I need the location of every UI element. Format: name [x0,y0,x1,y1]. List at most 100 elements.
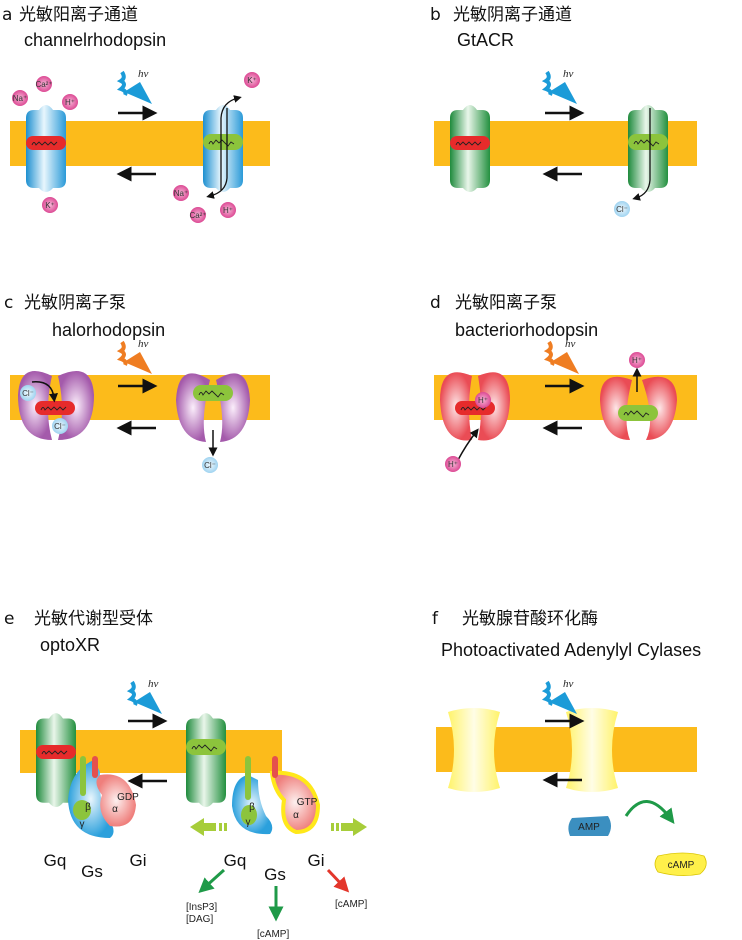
ion-h: H⁺ [629,352,645,368]
ion-ca: Ca²⁺ [189,207,207,223]
chromophore-inactive [35,744,77,760]
chloride-uptake-arrow [31,381,58,403]
svg-text:H⁺: H⁺ [223,206,233,215]
chromophore-active [185,738,227,756]
svg-text:Ca²⁺: Ca²⁺ [35,80,52,89]
hv-label: hν [563,68,574,80]
ion-flow-out-arrow [220,95,242,190]
svg-text:Cl⁻: Cl⁻ [54,422,66,431]
bacteriorhodopsin-pump-active [600,376,677,440]
panel-letter: f [432,609,439,629]
ion-cl: Cl⁻ [20,385,36,401]
ion-h: H⁺ [475,392,491,408]
svg-text:H⁺: H⁺ [478,396,488,405]
amp-molecule: AMP [568,816,611,836]
optoxr-receptor-active [186,713,226,808]
conversion-arrow [624,800,675,824]
svg-text:H⁺: H⁺ [448,460,458,469]
panel-subtitle: channelrhodopsin [24,30,166,50]
svg-text:γ: γ [80,819,85,830]
svg-text:AMP: AMP [578,822,600,833]
panel-subtitle: bacteriorhodopsin [455,320,598,340]
panel-d: d 光敏阳离子泵 bacteriorhodopsin hν H⁺ H⁺ H⁺ [430,293,697,472]
chromophore-inactive [449,135,491,151]
adenylyl-cyclase-resting [448,708,500,792]
ion-na: Na⁺ [173,185,189,201]
ion-na: Na⁺ [12,90,28,106]
panel-f: f 光敏腺苷酸环化酶 Photoactivated Adenylyl Cylas… [432,609,707,876]
svg-text:α: α [112,804,118,815]
bacteriorhodopsin-pump-resting [440,372,510,441]
svg-text:Cl⁻: Cl⁻ [204,461,216,470]
gq-label: Gq [44,851,67,870]
svg-text:K⁺: K⁺ [247,76,257,85]
panel-a: a 光敏阳离子通道 channelrhodopsin hν Na⁺ Ca²⁺ H… [2,5,270,223]
panel-subtitle: GtACR [457,30,514,50]
ion-k: K⁺ [244,72,260,88]
panel-title: 光敏阴离子通道 [453,5,572,25]
gs-label: Gs [81,862,103,881]
camp-down-label: [cAMP] [335,899,367,910]
dissociation-arrow-left-icon [190,818,227,836]
halorhodopsin-pump-active [176,373,250,442]
panel-subtitle: halorhodopsin [52,320,165,340]
panel-letter: b [430,5,441,25]
gq-pathway-arrow [198,868,226,894]
panel-title: 光敏阳离子通道 [19,5,138,25]
panel-title: 光敏阴离子泵 [24,293,126,313]
panel-e: e 光敏代谢型受体 optoXR hν β γ α GDP Gq Gs Gi [4,609,367,940]
hv-label: hν [565,338,576,350]
camp-up-label: [cAMP] [257,929,289,940]
svg-text:H⁺: H⁺ [65,98,75,107]
dissociation-arrow-right-icon [331,818,367,836]
svg-text:β: β [85,802,91,813]
panel-subtitle: Photoactivated Adenylyl Cylases [441,640,701,660]
ion-flow-in-arrow [206,108,228,199]
adenylyl-cyclase-active [566,708,618,792]
g-alpha-gtp: α GTP [269,756,321,835]
svg-text:cAMP: cAMP [668,860,695,871]
panel-letter: d [430,293,441,313]
chromophore-active [627,133,669,151]
panel-c: c 光敏阴离子泵 halorhodopsin hν Cl⁻ Cl⁻ Cl⁻ [4,293,270,473]
ion-cl: Cl⁻ [202,457,218,473]
panel-b: b 光敏阴离子通道 GtACR hν Cl⁻ [430,5,697,217]
proton-uptake-arrow [457,428,479,461]
ion-cl: Cl⁻ [52,418,68,434]
svg-text:Na⁺: Na⁺ [13,94,27,103]
g-protein-heterotrimer-inactive: β γ α GDP [68,756,139,838]
ion-k: K⁺ [42,197,58,213]
gi-label: Gi [130,851,147,870]
panel-title: 光敏腺苷酸环化酶 [462,609,598,629]
ion-h: H⁺ [62,94,78,110]
svg-text:GTP: GTP [297,797,318,808]
dag-label: [DAG] [186,914,213,925]
chromophore-inactive [25,135,67,151]
svg-text:Cl⁻: Cl⁻ [22,389,34,398]
gq-label: Gq [224,851,247,870]
panel-letter: c [4,293,13,313]
svg-text:Ca²⁺: Ca²⁺ [189,211,206,220]
svg-text:γ: γ [246,817,251,828]
panel-title: 光敏代谢型受体 [34,609,153,629]
panel-letter: a [2,5,12,25]
ion-h: H⁺ [220,202,236,218]
panel-subtitle: optoXR [40,635,100,655]
svg-text:Cl⁻: Cl⁻ [616,205,628,214]
insp3-label: [InsP3] [186,902,217,913]
svg-text:GDP: GDP [117,792,139,803]
ion-cl: Cl⁻ [614,201,630,217]
chromophore-active [202,133,244,151]
svg-text:β: β [249,802,255,813]
svg-text:K⁺: K⁺ [45,201,55,210]
hv-label: hν [138,338,149,350]
hv-label: hν [148,678,159,690]
ion-h: H⁺ [445,456,461,472]
chloride-flow-arrow [632,108,651,201]
g-beta-gamma-dimer: β γ [232,756,273,835]
gi-label: Gi [308,851,325,870]
gs-label: Gs [264,865,286,884]
panel-title: 光敏阳离子泵 [455,293,557,313]
svg-text:Na⁺: Na⁺ [174,189,188,198]
